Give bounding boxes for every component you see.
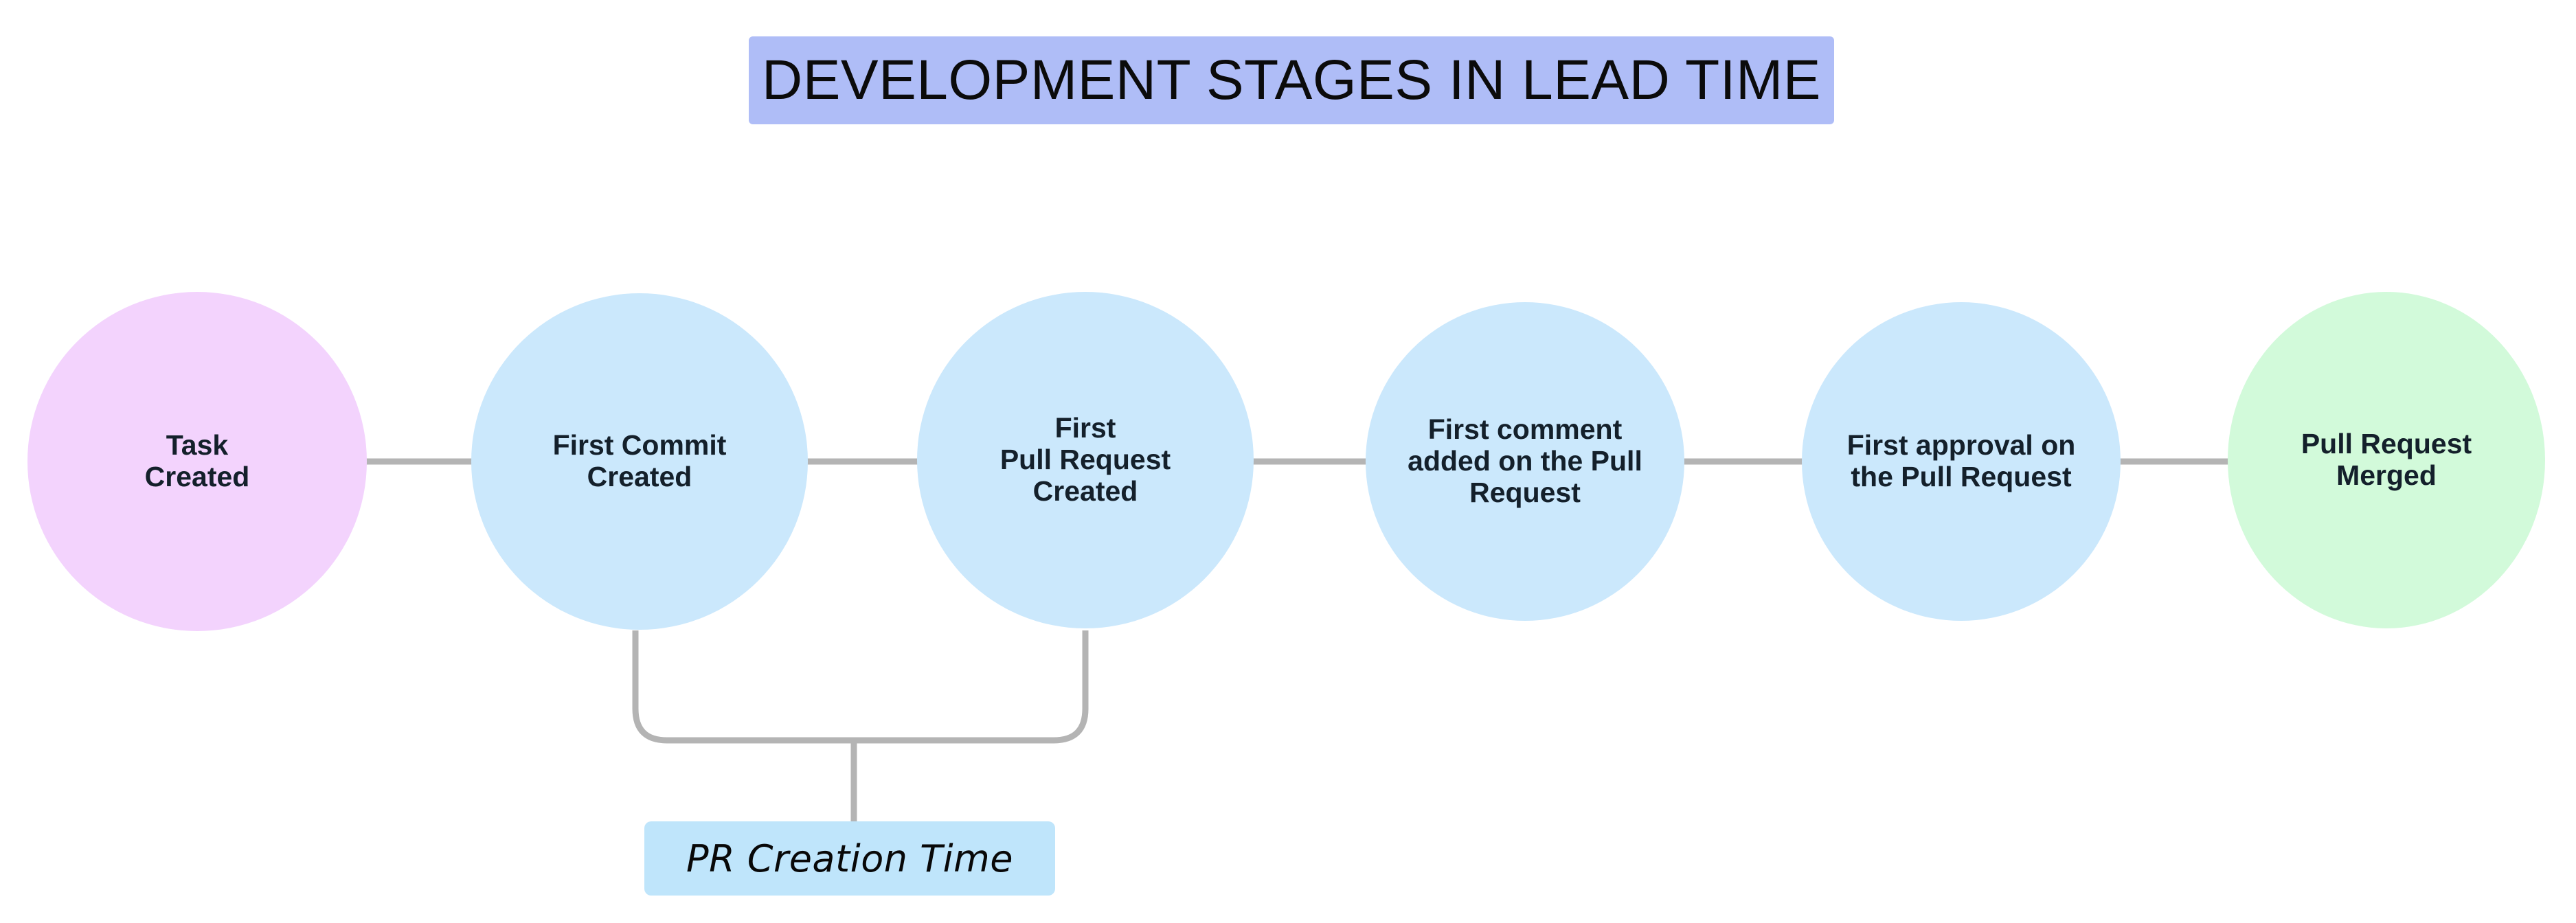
annotation-pr-creation-time[interactable]: PR Creation Time (644, 821, 1055, 896)
diagram-title-banner: DEVELOPMENT STAGES IN LEAD TIME (749, 36, 1834, 124)
stage-node-pull-request-merged[interactable]: Pull Request Merged (2228, 292, 2545, 628)
stage-node-first-approval[interactable]: First approval on the Pull Request (1802, 302, 2121, 621)
annotation-label: PR Creation Time (686, 836, 1013, 880)
stage-node-task-created[interactable]: Task Created (27, 292, 367, 631)
stage-node-first-pull-request-created[interactable]: First Pull Request Created (917, 292, 1254, 628)
page-title: DEVELOPMENT STAGES IN LEAD TIME (762, 49, 1821, 111)
stage-label-first-approval: First approval on the Pull Request (1846, 429, 2076, 492)
stage-label-task-created: Task Created (144, 429, 250, 492)
annotation-bracket (632, 630, 1089, 744)
stage-label-first-comment-added: First comment added on the Pull Request (1408, 413, 1642, 508)
stage-label-pull-request-merged: Pull Request Merged (2301, 428, 2472, 491)
stage-label-first-commit-created: First Commit Created (552, 429, 727, 492)
stage-node-first-comment-added[interactable]: First comment added on the Pull Request (1366, 302, 1684, 621)
stage-node-first-commit-created[interactable]: First Commit Created (471, 293, 808, 630)
stage-label-first-pull-request-created: First Pull Request Created (999, 412, 1171, 507)
